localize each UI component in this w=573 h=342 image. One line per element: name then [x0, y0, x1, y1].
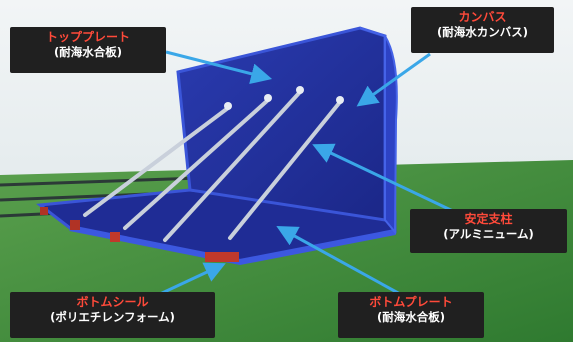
- bottom-frame: [69, 225, 396, 266]
- callout-stay-title: 安定支柱: [464, 212, 513, 226]
- callout-top-plate-sub: (耐海水合板): [53, 45, 122, 59]
- callout-bottom-seal-sub: (ポリエチレンフォーム): [50, 310, 175, 324]
- callout-stay: 安定支柱 (アルミニューム): [410, 209, 567, 253]
- callout-canvas: カンバス (耐海水カンバス): [411, 7, 554, 53]
- callout-canvas-sub: (耐海水カンバス): [436, 25, 528, 39]
- arrow-canvas: [356, 52, 431, 107]
- callout-bottom-plate-title: ボトムプレート: [369, 295, 453, 309]
- callout-top-plate: トッププレート (耐海水合板): [10, 27, 166, 73]
- arrow-bottom-plate: [276, 225, 401, 296]
- callout-bottom-seal-title: ボトムシール: [76, 295, 149, 309]
- callout-arrows: [159, 50, 456, 296]
- bottom-seal: [40, 207, 239, 262]
- stay-mounts: [224, 86, 344, 110]
- callout-canvas-title: カンバス: [458, 10, 507, 24]
- arrow-top-plate: [165, 50, 273, 85]
- arrow-bottom-seal: [159, 262, 226, 296]
- arrow-stay: [312, 143, 456, 214]
- callout-bottom-plate: ボトムプレート (耐海水合板): [338, 292, 484, 338]
- callout-bottom-seal: ボトムシール (ポリエチレンフォーム): [10, 292, 215, 338]
- callout-bottom-plate-sub: (耐海水合板): [376, 310, 445, 324]
- stays: [83, 90, 342, 242]
- callout-stay-sub: (アルミニューム): [443, 227, 534, 241]
- callout-top-plate-title: トッププレート: [45, 30, 130, 44]
